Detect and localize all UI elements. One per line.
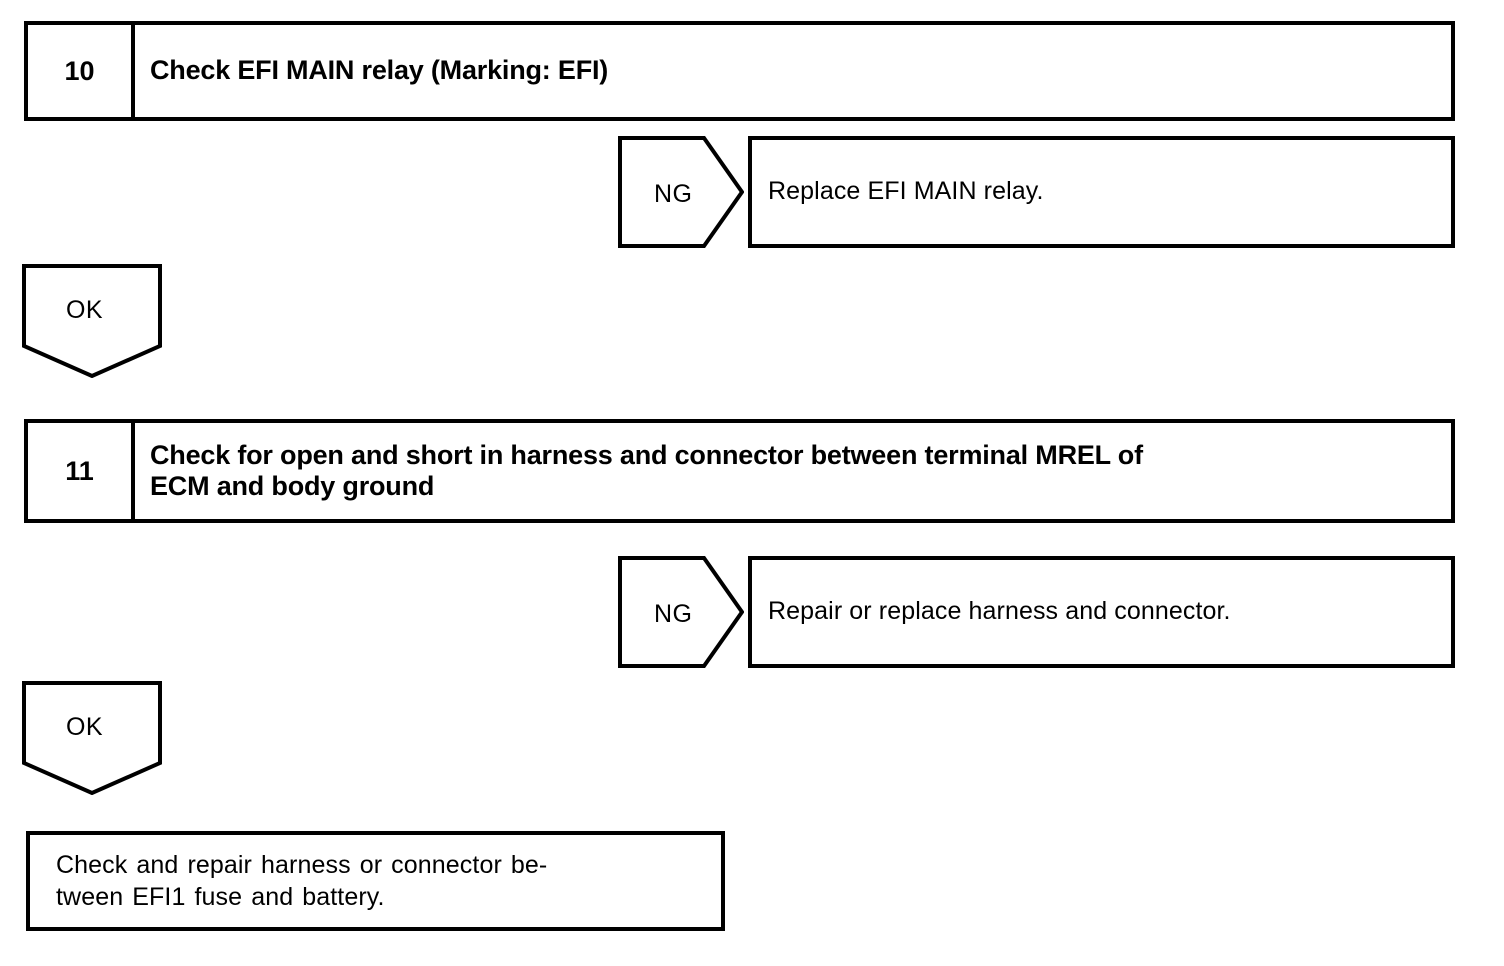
- ng-result-box-1: Replace EFI MAIN relay.: [748, 136, 1455, 248]
- step-box-11: 11 Check for open and short in harness a…: [24, 419, 1455, 523]
- step-number-11: 11: [65, 455, 94, 486]
- ok-arrow-1-shape: [22, 264, 162, 378]
- ok-arrow-1-label: OK: [66, 296, 103, 324]
- step-text-11-line2: ECM and body ground: [150, 471, 435, 501]
- step-number-10: 10: [64, 55, 95, 86]
- ng-arrow-2-label: NG: [654, 600, 693, 628]
- final-result-box: Check and repair harness or connector be…: [26, 831, 725, 931]
- ng-arrow-1-label: NG: [654, 180, 693, 208]
- step-text-10: Check EFI MAIN relay (Marking: EFI): [150, 55, 609, 86]
- ng-arrow-2-shape: [618, 556, 744, 668]
- final-result-text-line1: Check and repair harness or connector be…: [56, 850, 548, 879]
- ng-result-text-1: Replace EFI MAIN relay.: [768, 177, 1044, 206]
- ng-arrow-1: NG: [618, 136, 744, 248]
- ok-arrow-2: OK: [22, 681, 162, 795]
- ng-arrow-2: NG: [618, 556, 744, 668]
- step-text-cell-11: Check for open and short in harness and …: [135, 423, 1451, 519]
- step-box-10: 10 Check EFI MAIN relay (Marking: EFI): [24, 21, 1455, 121]
- ok-arrow-2-shape: [22, 681, 162, 795]
- ng-result-text-2: Repair or replace harness and connector.: [768, 597, 1231, 626]
- step-text-11-line1: Check for open and short in harness and …: [150, 439, 1143, 470]
- ng-arrow-1-shape: [618, 136, 744, 248]
- step-number-cell-11: 11: [28, 423, 135, 519]
- ok-arrow-1: OK: [22, 264, 162, 378]
- final-result-text: Check and repair harness or connector be…: [56, 849, 547, 914]
- ng-result-box-2: Repair or replace harness and connector.: [748, 556, 1455, 668]
- ok-arrow-2-label: OK: [66, 713, 103, 741]
- step-number-cell-10: 10: [28, 25, 135, 117]
- final-result-text-line2: tween EFI1 fuse and battery.: [56, 883, 385, 911]
- step-text-11: Check for open and short in harness and …: [150, 440, 1143, 503]
- step-text-cell-10: Check EFI MAIN relay (Marking: EFI): [135, 25, 1451, 117]
